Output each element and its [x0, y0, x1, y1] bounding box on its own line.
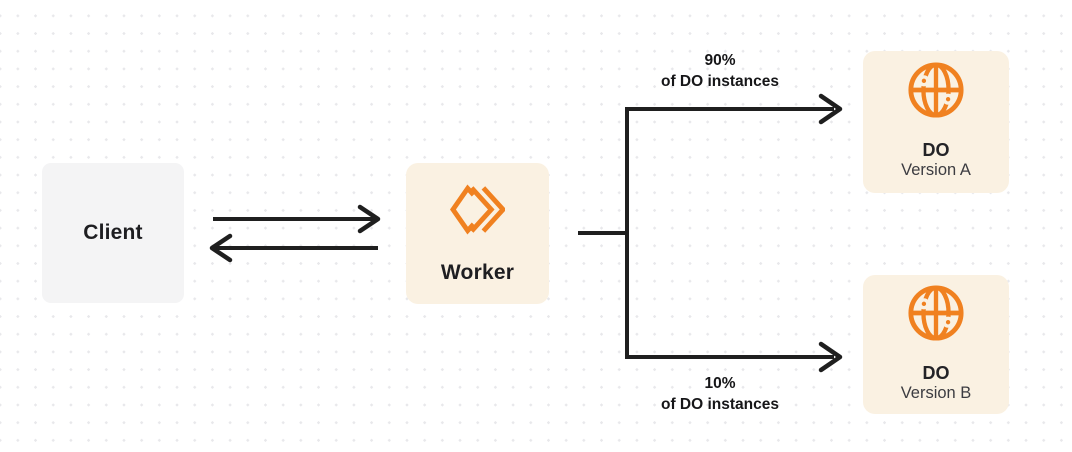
do-b-subtitle: Version B: [900, 384, 972, 402]
globe-icon: [908, 62, 964, 118]
globe-icon: [908, 285, 964, 341]
response-arrow: [209, 233, 378, 263]
node-do-version-a: DO Version A: [863, 51, 1009, 193]
do-a-subtitle: Version A: [901, 161, 971, 179]
node-client: Client: [42, 163, 184, 303]
edge-caption: of DO instances: [661, 73, 779, 90]
arrow-to-do-a: [818, 93, 843, 125]
edge-caption: of DO instances: [661, 396, 779, 413]
request-arrow: [213, 204, 381, 234]
edge-label-90-percent: 90% of DO instances: [620, 50, 820, 92]
branch-connector: [578, 107, 834, 359]
do-b-title: DO: [922, 363, 950, 383]
edge-percent: 10%: [704, 375, 736, 392]
do-a-title: DO: [922, 140, 950, 160]
client-label: Client: [83, 221, 143, 244]
node-worker: Worker: [406, 163, 549, 304]
node-do-version-b: DO Version B: [863, 275, 1009, 414]
workers-logo-icon: [450, 184, 505, 235]
worker-label: Worker: [440, 261, 515, 284]
arrow-to-do-b: [818, 341, 843, 373]
edge-label-10-percent: 10% of DO instances: [620, 373, 820, 415]
edge-percent: 90%: [704, 52, 736, 69]
